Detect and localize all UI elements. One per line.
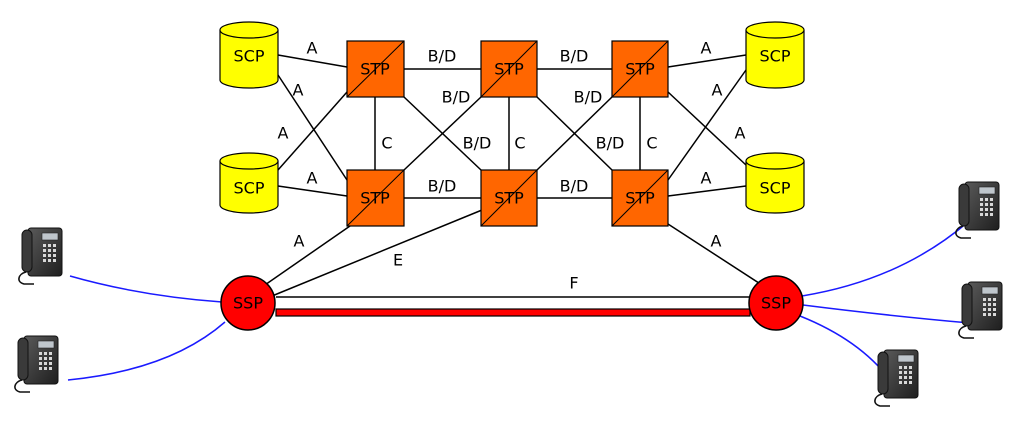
link-label-bd: B/D bbox=[442, 88, 471, 107]
voice-line-left-top bbox=[69, 275, 223, 303]
link-ssp-right-stp-br bbox=[667, 223, 766, 288]
link-label-a: A bbox=[307, 39, 318, 58]
link-scp-tr-stp-tr bbox=[667, 54, 747, 68]
scp-node-top-right: SCP bbox=[745, 21, 805, 89]
stp-node-top-right: STP bbox=[611, 40, 669, 98]
link-label-c: C bbox=[646, 134, 657, 153]
link-label-bd: B/D bbox=[596, 134, 625, 153]
scp-node-bottom-left: SCP bbox=[219, 152, 279, 214]
link-label-bd: B/D bbox=[428, 47, 457, 66]
link-scp-tl-stp-tl bbox=[277, 54, 348, 68]
link-label-a: A bbox=[701, 169, 712, 188]
desk-phone-icon bbox=[955, 181, 1000, 239]
voice-line-right-top bbox=[801, 221, 969, 297]
link-label-c: C bbox=[514, 134, 525, 153]
ssp-label: SSP bbox=[233, 294, 263, 313]
link-label-a: A bbox=[294, 232, 305, 251]
voice-line-right-middle bbox=[802, 304, 971, 324]
link-diag-tr-bm bbox=[536, 96, 613, 171]
voice-line-left-bottom bbox=[67, 321, 226, 381]
link-label-bd: B/D bbox=[560, 47, 589, 66]
stp-node-top-left: STP bbox=[346, 40, 405, 98]
stp-node-bottom-right: STP bbox=[611, 169, 669, 227]
ssp-node-right: SSP bbox=[748, 275, 804, 331]
stp-label: STP bbox=[360, 60, 390, 79]
link-label-bd: B/D bbox=[574, 88, 603, 107]
link-scp-bl-stp-bl bbox=[277, 185, 348, 197]
link-scp-br-stp-br bbox=[667, 185, 747, 197]
link-label-a: A bbox=[711, 232, 722, 251]
link-label-a: A bbox=[293, 81, 304, 100]
scp-label: SCP bbox=[760, 47, 791, 66]
stp-node-top-middle: STP bbox=[480, 40, 538, 98]
link-scp-br-stp-tr bbox=[667, 91, 747, 166]
stp-label: STP bbox=[625, 189, 655, 208]
stp-node-bottom-middle: STP bbox=[480, 169, 538, 227]
link-scp-tr-stp-br bbox=[667, 69, 747, 181]
stp-label: STP bbox=[625, 60, 655, 79]
link-diag-tm-bl bbox=[403, 96, 482, 171]
link-ssp-left-stp-bl bbox=[261, 225, 351, 288]
desk-phone-icon bbox=[958, 281, 1003, 339]
link-label-e: E bbox=[393, 251, 403, 270]
scp-label: SCP bbox=[234, 179, 265, 198]
ssp-trunk bbox=[275, 296, 751, 317]
stp-label: STP bbox=[494, 60, 524, 79]
stp-label: STP bbox=[494, 189, 524, 208]
scp-label: SCP bbox=[234, 47, 265, 66]
link-ssp-left-stp-bm bbox=[271, 209, 483, 297]
link-label-c: C bbox=[381, 134, 392, 153]
scp-node-top-left: SCP bbox=[219, 21, 279, 89]
scp-label: SCP bbox=[760, 179, 791, 198]
link-label-a: A bbox=[307, 169, 318, 188]
link-label-a: A bbox=[278, 124, 289, 143]
voice-lines bbox=[67, 221, 971, 381]
stp-label: STP bbox=[360, 189, 390, 208]
link-label-f: F bbox=[569, 274, 578, 293]
desk-phone-icon bbox=[18, 227, 63, 285]
desk-phone-icon bbox=[874, 349, 919, 407]
link-label-bd: B/D bbox=[463, 134, 492, 153]
scp-node-bottom-right: SCP bbox=[745, 152, 805, 214]
desk-phone-icon bbox=[14, 335, 59, 393]
link-label-bd: B/D bbox=[560, 177, 589, 196]
link-scp-bl-stp-tl bbox=[277, 91, 348, 171]
voice-trunk bbox=[275, 308, 751, 317]
link-labels: A A A A A A A A A A B/D B/D B/D B/D B/D … bbox=[278, 39, 746, 293]
voice-line-right-bottom bbox=[799, 315, 891, 381]
signaling-links bbox=[261, 54, 766, 297]
ssp-label: SSP bbox=[761, 294, 791, 313]
link-label-bd: B/D bbox=[428, 177, 457, 196]
stp-node-bottom-left: STP bbox=[346, 169, 405, 227]
link-label-a: A bbox=[712, 81, 723, 100]
ssp-node-left: SSP bbox=[220, 275, 276, 331]
link-scp-tl-stp-bl bbox=[277, 74, 348, 181]
link-label-a: A bbox=[735, 124, 746, 143]
link-label-a: A bbox=[701, 39, 712, 58]
